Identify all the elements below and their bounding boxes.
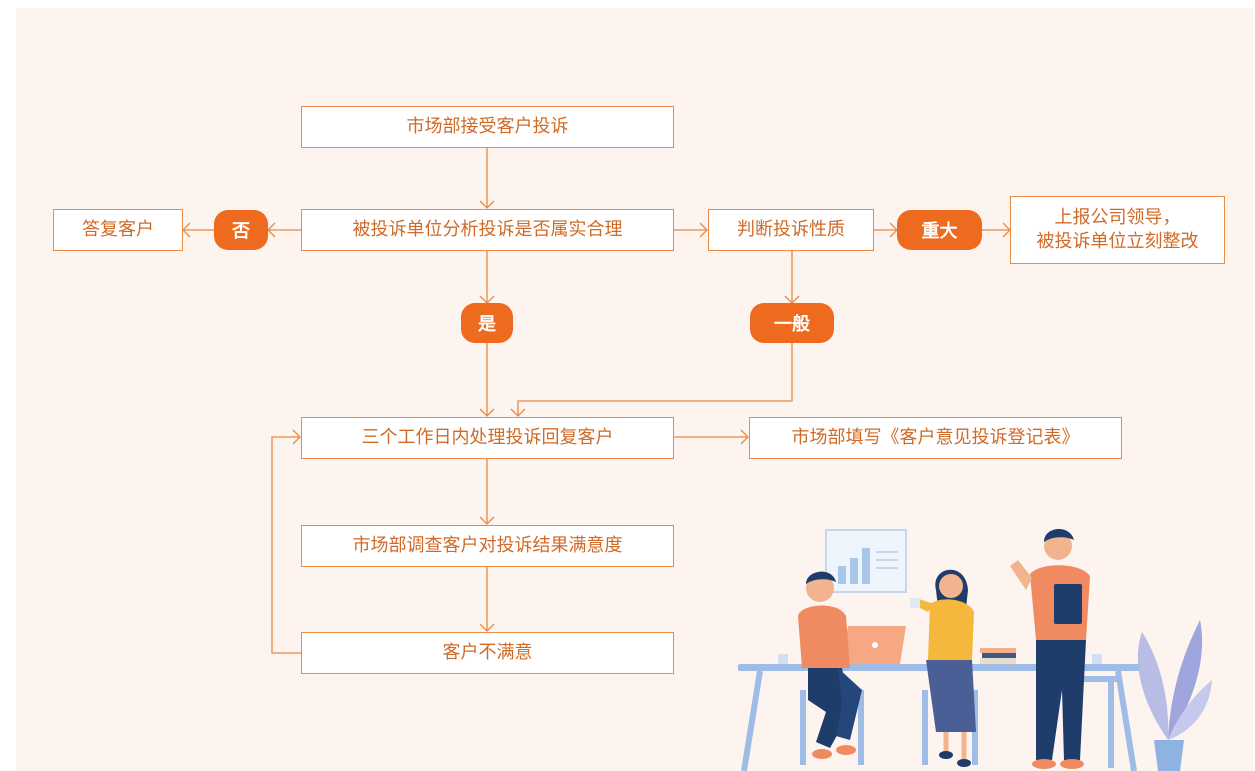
connector-general-handle <box>517 343 793 416</box>
arrowhead <box>740 429 749 445</box>
woman-seated-figure <box>910 569 978 767</box>
arrowhead <box>292 429 301 445</box>
node-satisfaction-survey: 市场部调查客户对投诉结果满意度 <box>301 525 674 567</box>
cup-icon <box>1092 654 1102 664</box>
node-customer-dissatisfied: 客户不满意 <box>301 632 674 674</box>
report-line-2: 被投诉单位立刻整改 <box>1036 231 1199 252</box>
node-receive-complaint: 市场部接受客户投诉 <box>301 106 674 148</box>
arrowhead <box>182 222 191 238</box>
arrowhead <box>479 200 495 209</box>
office-team-illustration <box>738 528 1212 771</box>
report-line-1: 上报公司领导， <box>1054 206 1181 228</box>
chart-board-icon <box>825 529 907 593</box>
arrowhead <box>479 516 495 525</box>
cup-icon <box>778 654 788 664</box>
node-handle-in-three-days: 三个工作日内处理投诉回复客户 <box>301 417 674 459</box>
arrowhead <box>479 408 495 417</box>
books-icon <box>980 648 1016 664</box>
node-report-leadership: 上报公司领导， 被投诉单位立刻整改 <box>1010 196 1225 264</box>
man-seated-figure <box>798 571 864 765</box>
node-register-form: 市场部填写《客户意见投诉登记表》 <box>749 417 1122 459</box>
man-standing-figure <box>1010 528 1118 769</box>
node-judge-nature: 判断投诉性质 <box>708 209 874 251</box>
label-major: 重大 <box>897 210 982 250</box>
arrowhead <box>510 408 526 417</box>
arrowhead <box>479 623 495 632</box>
label-yes: 是 <box>461 303 513 343</box>
laptop-icon <box>842 626 906 664</box>
label-general: 一般 <box>750 303 834 343</box>
arrowhead <box>699 222 708 238</box>
node-analyze-complaint: 被投诉单位分析投诉是否属实合理 <box>301 209 674 251</box>
connector-loop-back <box>271 436 301 654</box>
label-no: 否 <box>214 210 268 250</box>
node-reply-customer: 答复客户 <box>53 209 183 251</box>
arrowhead <box>267 222 276 238</box>
plant-icon <box>1137 620 1212 771</box>
